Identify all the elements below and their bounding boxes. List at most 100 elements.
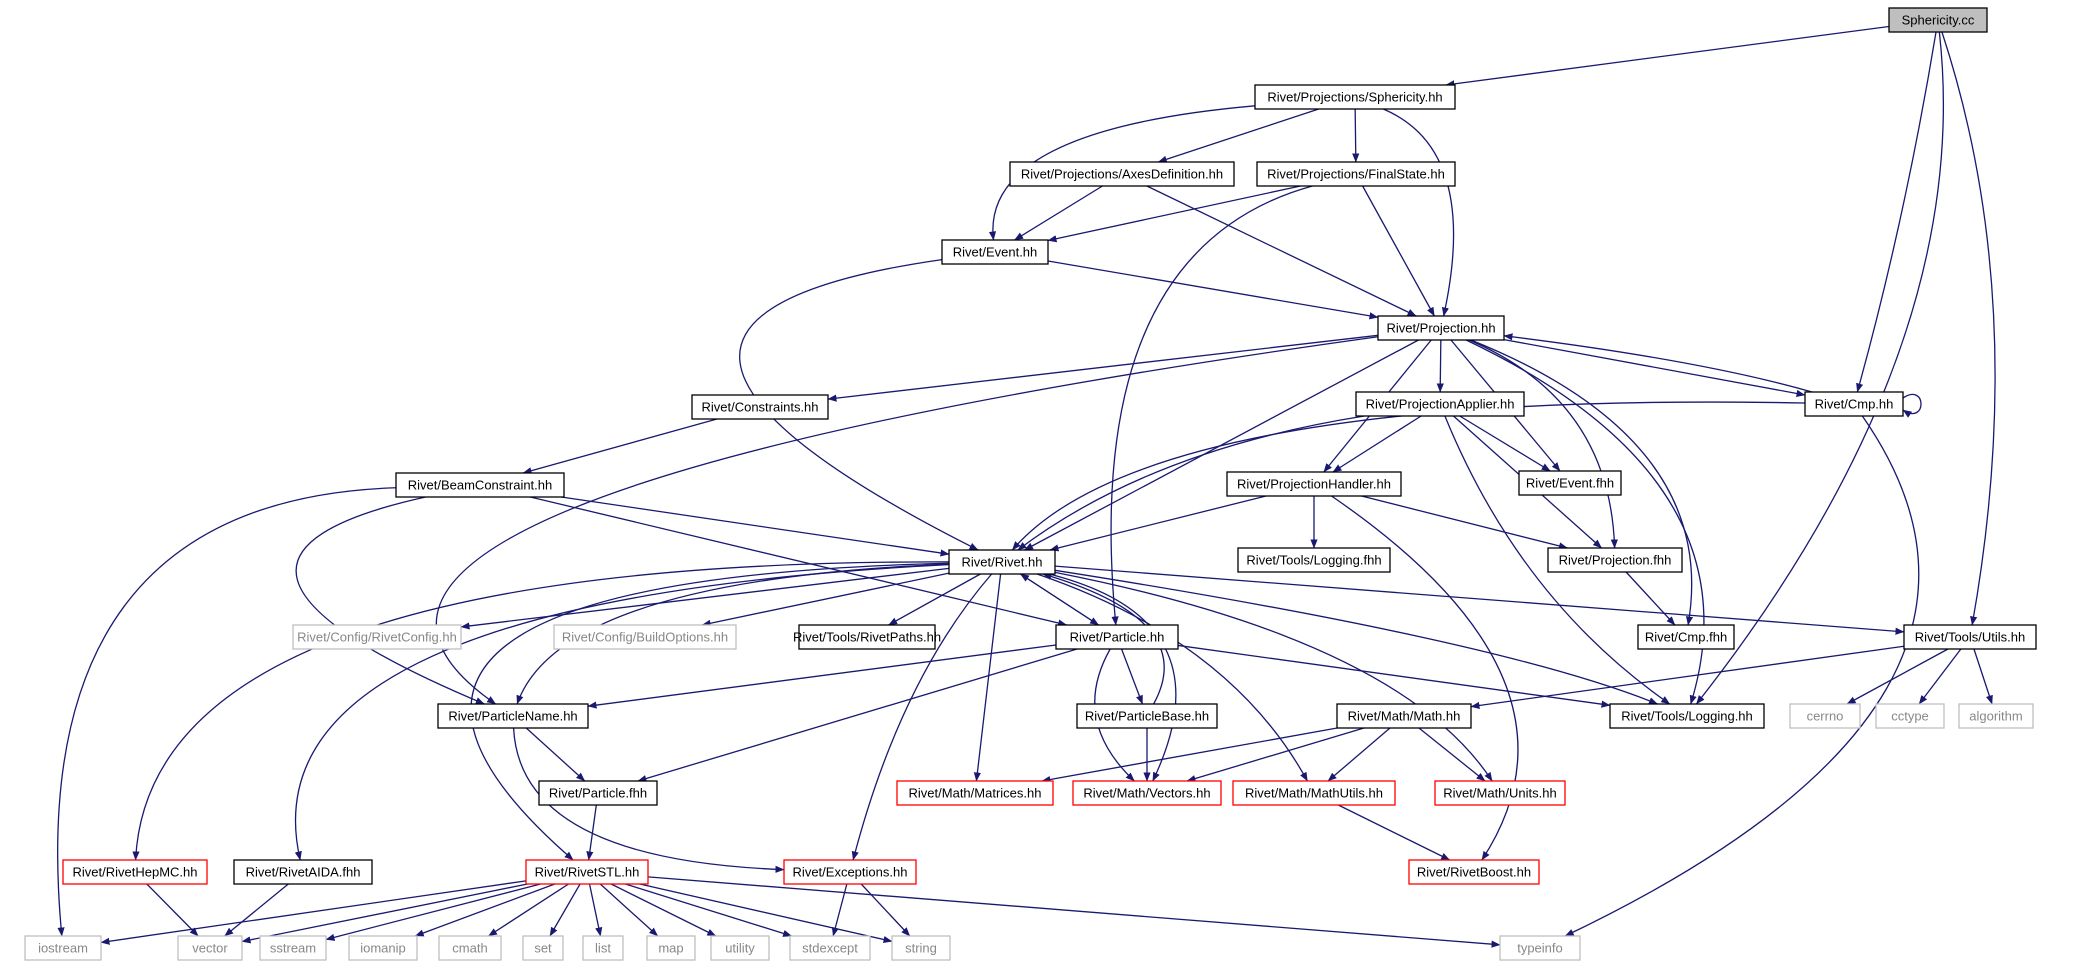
node-label: Rivet/RivetAIDA.fhh xyxy=(246,864,361,879)
node-label: Rivet/Projections/AxesDefinition.hh xyxy=(1021,166,1223,181)
node-label: Rivet/Tools/Logging.hh xyxy=(1621,708,1753,723)
node-rivetaida[interactable]: Rivet/RivetAIDA.fhh xyxy=(233,859,373,885)
node-label: typeinfo xyxy=(1517,940,1563,955)
node-label: utility xyxy=(725,940,755,955)
edge-particlename-to-exceptions xyxy=(512,727,785,873)
node-box xyxy=(1009,161,1235,187)
edge-proj_sphericity-to-event_hh xyxy=(988,105,1256,241)
node-beam-constraint[interactable]: Rivet/BeamConstraint.hh xyxy=(395,472,565,498)
node-axes-def[interactable]: Rivet/Projections/AxesDefinition.hh xyxy=(1009,161,1235,187)
node-final-state[interactable]: Rivet/Projections/FinalState.hh xyxy=(1256,161,1456,187)
edge-constraints-to-beam_constraint xyxy=(522,418,718,475)
node-particle-fhh[interactable]: Rivet/Particle.fhh xyxy=(538,780,658,806)
node-box xyxy=(691,394,829,420)
node-particlename[interactable]: Rivet/ParticleName.hh xyxy=(437,703,589,729)
node-label: vector xyxy=(192,940,228,955)
edge-proj_applier-to-event_fhh xyxy=(1459,415,1551,472)
node-box xyxy=(896,780,1054,806)
edge-root-to-cmp_hh xyxy=(1856,31,1937,393)
node-box xyxy=(1226,471,1402,497)
node-cerrno: cerrno xyxy=(1789,703,1861,729)
node-box xyxy=(1958,703,2034,729)
node-label: cmath xyxy=(452,940,487,955)
edge-particlename-to-particle_fhh xyxy=(525,727,586,782)
node-stdexcept: stdexcept xyxy=(789,935,871,961)
node-matrices[interactable]: Rivet/Math/Matrices.hh xyxy=(896,780,1054,806)
node-algorithm: algorithm xyxy=(1958,703,2034,729)
node-rivetpaths[interactable]: Rivet/Tools/RivetPaths.hh xyxy=(793,624,941,650)
node-label: Rivet/Math/MathUtils.hh xyxy=(1245,785,1383,800)
node-iostream: iostream xyxy=(24,935,102,961)
node-label: Rivet/Config/BuildOptions.hh xyxy=(562,629,728,644)
edge-rivetstl-to-iomanip xyxy=(414,883,556,937)
node-math-hh[interactable]: Rivet/Math/Math.hh xyxy=(1336,703,1472,729)
node-particlebase[interactable]: Rivet/ParticleBase.hh xyxy=(1076,703,1218,729)
node-box xyxy=(789,935,871,961)
node-mathutils[interactable]: Rivet/Math/MathUtils.hh xyxy=(1232,780,1396,806)
node-vectors[interactable]: Rivet/Math/Vectors.hh xyxy=(1072,780,1222,806)
node-rivethepmc[interactable]: Rivet/RivetHepMC.hh xyxy=(62,859,208,885)
node-label: Sphericity.cc xyxy=(1902,12,1975,27)
node-rivetstl[interactable]: Rivet/RivetSTL.hh xyxy=(525,859,649,885)
node-event-hh[interactable]: Rivet/Event.hh xyxy=(941,239,1049,265)
edge-projection_hh-to-proj_applier xyxy=(1436,339,1444,393)
node-box xyxy=(1609,703,1765,729)
node-box xyxy=(1888,7,1988,33)
edge-rivet_hh-to-rivetaida xyxy=(294,563,950,861)
node-label: Rivet/RivetSTL.hh xyxy=(535,864,640,879)
node-box xyxy=(1237,547,1391,573)
node-proj-handler[interactable]: Rivet/ProjectionHandler.hh xyxy=(1226,471,1402,497)
node-tools-logging-hh[interactable]: Rivet/Tools/Logging.hh xyxy=(1609,703,1765,729)
node-label: Rivet/Particle.fhh xyxy=(549,785,647,800)
node-label: Rivet/RivetBoost.hh xyxy=(1417,864,1531,879)
node-projection-hh[interactable]: Rivet/Projection.hh xyxy=(1377,315,1505,341)
node-units[interactable]: Rivet/Math/Units.hh xyxy=(1434,780,1566,806)
node-box xyxy=(62,859,208,885)
edge-axes_def-to-projection_hh xyxy=(1146,185,1417,317)
node-box xyxy=(1637,624,1735,650)
node-box xyxy=(1875,703,1945,729)
edge-particle_hh-to-particlename xyxy=(587,644,1057,709)
edge-rivetstl-to-vector xyxy=(241,883,528,944)
node-event-fhh[interactable]: Rivet/Event.fhh xyxy=(1518,470,1622,496)
node-rivetboost[interactable]: Rivet/RivetBoost.hh xyxy=(1408,859,1540,885)
edge-rivetstl-to-list xyxy=(588,883,603,937)
node-root[interactable]: Sphericity.cc xyxy=(1888,7,1988,33)
node-list: list xyxy=(582,935,624,961)
node-label: Rivet/Cmp.fhh xyxy=(1645,629,1727,644)
node-box xyxy=(233,859,373,885)
node-typeinfo: typeinfo xyxy=(1499,935,1581,961)
node-particle-hh[interactable]: Rivet/Particle.hh xyxy=(1055,624,1179,650)
edge-proj_handler-to-projection_fhh xyxy=(1361,495,1568,550)
node-box xyxy=(798,624,936,650)
node-label: Rivet/Rivet.hh xyxy=(962,554,1043,569)
node-constraints[interactable]: Rivet/Constraints.hh xyxy=(691,394,829,420)
node-box xyxy=(783,859,917,885)
node-exceptions[interactable]: Rivet/Exceptions.hh xyxy=(783,859,917,885)
node-label: cerrno xyxy=(1807,708,1844,723)
node-cmp-hh[interactable]: Rivet/Cmp.hh xyxy=(1804,391,1904,417)
node-vector: vector xyxy=(177,935,243,961)
node-utils-hh[interactable]: Rivet/Tools/Utils.hh xyxy=(1903,624,2037,650)
node-label: Rivet/Tools/Logging.fhh xyxy=(1246,552,1381,567)
node-box xyxy=(1377,315,1505,341)
node-tools-logging-fhh[interactable]: Rivet/Tools/Logging.fhh xyxy=(1237,547,1391,573)
node-proj-sphericity[interactable]: Rivet/Projections/Sphericity.hh xyxy=(1254,84,1456,110)
edge-math_hh-to-vectors xyxy=(1186,727,1365,782)
node-label: list xyxy=(595,940,611,955)
edge-proj_applier-to-rivet_hh xyxy=(1017,415,1365,551)
edge-projection_fhh-to-cmp_fhh xyxy=(1625,571,1676,626)
node-box xyxy=(1903,624,2037,650)
edge-rivethepmc-to-vector xyxy=(146,883,199,937)
edge-proj_sphericity-to-final_state xyxy=(1352,108,1360,163)
edge-axes_def-to-event_hh xyxy=(1014,185,1103,241)
node-cmp-fhh[interactable]: Rivet/Cmp.fhh xyxy=(1637,624,1735,650)
node-proj-applier[interactable]: Rivet/ProjectionApplier.hh xyxy=(1355,391,1525,417)
edge-rivetaida-to-vector xyxy=(224,883,289,937)
edge-rivetstl-to-typeinfo xyxy=(647,876,1501,948)
node-rivet-hh[interactable]: Rivet/Rivet.hh xyxy=(948,549,1056,575)
node-projection-fhh[interactable]: Rivet/Projection.fhh xyxy=(1547,547,1683,573)
edge-cmp_hh-to-cmp_hh xyxy=(1902,393,1922,418)
edge-rivet_hh-to-buildoptions xyxy=(701,572,950,627)
